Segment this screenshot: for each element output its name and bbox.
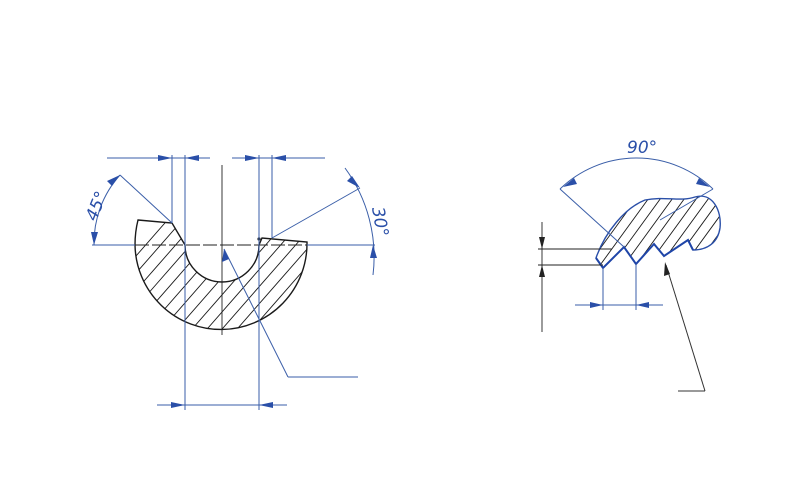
pitch-dimension	[575, 264, 663, 310]
angle-30-label: 30°	[367, 205, 392, 238]
angle-30-dimension: 30°	[271, 167, 392, 276]
angle-90-dimension: 90°	[559, 138, 714, 248]
leader-line-right	[664, 262, 706, 392]
right-section-view: 90°	[538, 138, 721, 392]
left-section-view: 45° 30°	[82, 155, 392, 410]
top-dimension-right	[232, 155, 325, 161]
bottom-dimension	[157, 402, 287, 408]
right-hatching	[596, 196, 721, 268]
leader-line-left	[222, 248, 358, 378]
angle-90-label: 90°	[627, 138, 657, 158]
top-dimension-left	[107, 155, 210, 161]
angle-45-dimension: 45°	[82, 174, 173, 246]
right-part-outline	[595, 195, 721, 270]
left-part-outline	[134, 219, 308, 331]
height-dimension	[538, 222, 612, 332]
serration-edge	[595, 238, 694, 270]
angle-45-label: 45°	[82, 188, 112, 223]
